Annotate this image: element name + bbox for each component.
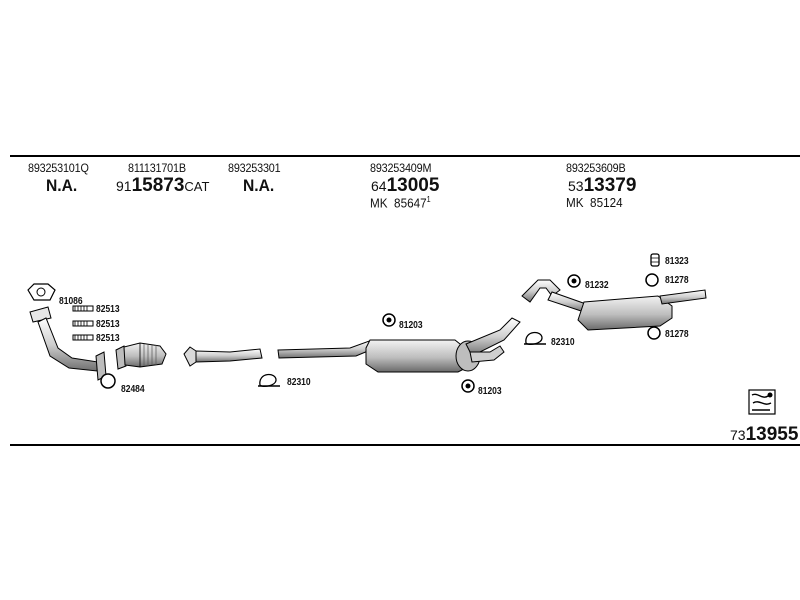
front-pipe [29,306,107,381]
label-82513-b: 82513 [96,319,120,330]
part-number-5: 5313379 [568,175,636,197]
part-suffix-2: CAT [184,179,210,194]
catalytic-converter [115,342,167,370]
top-rule [10,155,800,157]
bolt-82513-b [72,320,94,327]
figure-main: 13955 [745,424,799,445]
bushing-81323 [650,253,660,267]
label-82310-a: 82310 [287,377,311,388]
kit-number-5: MK 85124 [566,195,623,210]
part-number-4: 6413005 [371,175,439,197]
ring-81278-b [647,326,661,340]
rubber-mount-81203-a [382,313,396,327]
oem-number-5: 893253609B [566,161,626,175]
clamp-82310-a [258,373,280,387]
bolt-82513-a [72,305,94,312]
kit-label-5: MK [566,195,584,210]
label-81203-b: 81203 [478,386,502,397]
label-81323: 81323 [665,256,689,267]
label-81203-a: 81203 [399,320,423,331]
label-82513-a: 82513 [96,304,120,315]
kit-number-4: MK 856471 [370,195,431,210]
rubber-mount-81203-b [461,379,475,393]
label-81086: 81086 [59,296,83,307]
rubber-mount-81232 [567,274,581,288]
part-number-2: 9115873CAT [116,175,209,197]
intermediate-pipe [183,346,263,367]
oem-number-2: 811131701B [128,161,186,175]
label-82310-b: 82310 [551,337,575,348]
figure-number: 7313955 [730,424,798,446]
seal-ring-82484 [100,373,116,389]
part-main-5: 13379 [583,175,637,196]
label-82513-c: 82513 [96,333,120,344]
part-main-4: 13005 [386,175,440,196]
instruction-sheet-icon [748,389,776,415]
oem-number-3: 893253301 [228,161,281,175]
kit-main-4: 85647 [394,195,427,211]
bottom-rule [10,444,800,446]
flange-gasket-81086 [27,283,56,301]
middle-silencer [277,317,521,373]
kit-main-5: 85124 [590,195,623,210]
bolt-82513-c [72,334,94,341]
part-main-2: 15873 [131,175,185,196]
rear-silencer [521,279,707,331]
part-prefix-4: 64 [371,178,387,194]
clamp-82310-b [524,331,546,345]
label-81278-a: 81278 [665,275,689,286]
part-prefix-2: 91 [116,178,132,194]
kit-note-4: 1 [426,195,431,204]
figure-prefix: 73 [730,427,746,443]
oem-number-1: 893253101Q [28,161,89,175]
availability-1: N.A. [46,176,78,195]
part-prefix-5: 53 [568,178,584,194]
kit-label-4: MK [370,195,388,211]
oem-number-4: 893253409M [370,161,432,175]
label-81232: 81232 [585,280,609,291]
availability-3: N.A. [243,176,275,195]
label-81278-b: 81278 [665,329,689,340]
ring-81278-a [645,273,659,287]
label-82484: 82484 [121,384,145,395]
